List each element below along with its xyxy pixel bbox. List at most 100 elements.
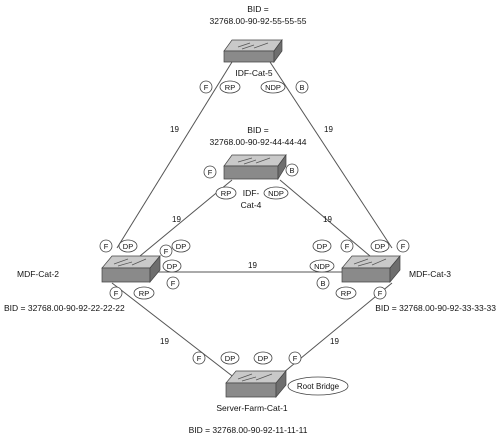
- port-tag: F: [166, 276, 180, 290]
- switch-side: [389, 255, 401, 283]
- switch-front: [223, 50, 275, 63]
- link-cost-labels: 19 19 19 19 19 19 19: [160, 125, 339, 346]
- switch-idf-cat-4: [223, 153, 287, 181]
- cost-idf4-mdf2: 19: [172, 215, 181, 224]
- idf4-name-line2: Cat-4: [241, 200, 262, 210]
- port-tag: RP: [215, 186, 237, 200]
- cost-mdf2-mdf3: 19: [248, 261, 257, 270]
- svg-text:B: B: [320, 279, 325, 288]
- sf1-bid: BID = 32768.00-90-92-11-11-11: [189, 425, 308, 435]
- svg-text:F: F: [164, 247, 169, 256]
- idf4-bid-label: BID =: [247, 125, 269, 135]
- root-bridge-label: Root Bridge: [297, 382, 340, 391]
- port-tag: F: [199, 80, 213, 94]
- port-tag: F: [159, 244, 173, 258]
- sf1-name: Server-Farm-Cat-1: [216, 403, 288, 413]
- link-idf4-mdf3: [279, 179, 371, 257]
- switch-front: [341, 267, 391, 283]
- switch-arrows-icon: [237, 157, 271, 165]
- port-tag: B: [316, 276, 330, 290]
- port-tags-idf5: F RP NDP B: [199, 80, 309, 94]
- port-tag: RP: [335, 286, 357, 300]
- svg-text:B: B: [289, 166, 294, 175]
- svg-text:NDP: NDP: [268, 189, 284, 198]
- switch-mdf-cat-3: [341, 255, 401, 283]
- svg-text:NDP: NDP: [265, 83, 281, 92]
- link-idf5-mdf2: [116, 61, 233, 249]
- port-tags-mdf2: F DP DP F DP F F RP: [99, 239, 191, 300]
- port-tag: F: [396, 239, 410, 253]
- port-tag: DP: [162, 259, 182, 273]
- port-tag: DP: [171, 239, 191, 253]
- svg-text:DP: DP: [317, 242, 327, 251]
- port-tag: F: [203, 165, 217, 179]
- svg-text:F: F: [345, 242, 350, 251]
- svg-text:F: F: [104, 242, 109, 251]
- idf4-bid-value: 32768.00-90-92-44-44-44: [210, 137, 307, 147]
- port-tag: F: [340, 239, 354, 253]
- svg-text:RP: RP: [341, 289, 351, 298]
- port-tag: RP: [133, 286, 155, 300]
- svg-text:B: B: [299, 83, 304, 92]
- cost-idf5-mdf2: 19: [170, 125, 179, 134]
- port-tag: NDP: [263, 186, 289, 200]
- cost-idf4-mdf3: 19: [323, 215, 332, 224]
- port-tags-idf4: F B RP NDP: [203, 163, 299, 200]
- port-tag: B: [285, 163, 299, 177]
- port-tag: DP: [253, 351, 273, 365]
- switch-side: [277, 153, 287, 181]
- switch-front: [223, 165, 279, 180]
- root-bridge-oval: [287, 376, 349, 396]
- port-tags-sf1: F DP DP F: [192, 351, 302, 365]
- svg-text:DP: DP: [258, 354, 268, 363]
- mdf2-name: MDF-Cat-2: [17, 269, 59, 279]
- svg-text:DP: DP: [176, 242, 186, 251]
- port-tag: DP: [370, 239, 390, 253]
- link-mdf3-sf1: [271, 282, 393, 383]
- cost-idf5-mdf3: 19: [324, 125, 333, 134]
- svg-text:DP: DP: [167, 262, 177, 271]
- svg-text:NDP: NDP: [314, 262, 330, 271]
- port-tag: B: [295, 80, 309, 94]
- svg-text:F: F: [197, 354, 202, 363]
- svg-text:F: F: [204, 83, 209, 92]
- svg-text:RP: RP: [225, 83, 235, 92]
- svg-text:F: F: [401, 242, 406, 251]
- switch-side: [273, 38, 283, 64]
- port-tag: NDP: [260, 80, 286, 94]
- idf5-bid-value: 32768.00-90-92-55-55-55: [210, 16, 307, 26]
- switch-front: [225, 382, 277, 398]
- svg-text:RP: RP: [221, 189, 231, 198]
- port-tag: F: [288, 351, 302, 365]
- svg-text:DP: DP: [123, 242, 133, 251]
- mdf3-bid: BID = 32768.00-90-92-33-33-33: [375, 303, 496, 313]
- switch-arrows-icon: [237, 373, 273, 382]
- port-tags-mdf3: DP F DP F NDP B RP F: [309, 239, 410, 300]
- svg-text:F: F: [208, 168, 213, 177]
- port-tag: F: [99, 239, 113, 253]
- link-idf5-mdf3: [269, 61, 393, 249]
- port-tag: F: [373, 286, 387, 300]
- idf5-bid-label: BID =: [247, 4, 269, 14]
- switch-front: [101, 267, 151, 283]
- switch-side: [275, 370, 287, 398]
- svg-text:F: F: [171, 279, 176, 288]
- idf4-name-line1: IDF-: [243, 188, 260, 198]
- switch-side: [149, 255, 161, 283]
- svg-text:DP: DP: [375, 242, 385, 251]
- switch-arrows-icon: [237, 42, 269, 50]
- svg-text:F: F: [293, 354, 298, 363]
- switch-arrows-icon: [353, 258, 387, 267]
- port-tag: DP: [312, 239, 332, 253]
- port-tag: DP: [220, 351, 240, 365]
- svg-text:F: F: [378, 289, 383, 298]
- mdf3-name: MDF-Cat-3: [409, 269, 451, 279]
- cost-mdf2-sf1: 19: [160, 337, 169, 346]
- switch-server-farm-cat-1: [225, 370, 287, 398]
- switch-arrows-icon: [113, 258, 147, 267]
- port-tag: F: [192, 351, 206, 365]
- links: [111, 61, 393, 383]
- switch-idf-cat-5: [223, 38, 283, 64]
- idf5-name: IDF-Cat-5: [235, 68, 273, 78]
